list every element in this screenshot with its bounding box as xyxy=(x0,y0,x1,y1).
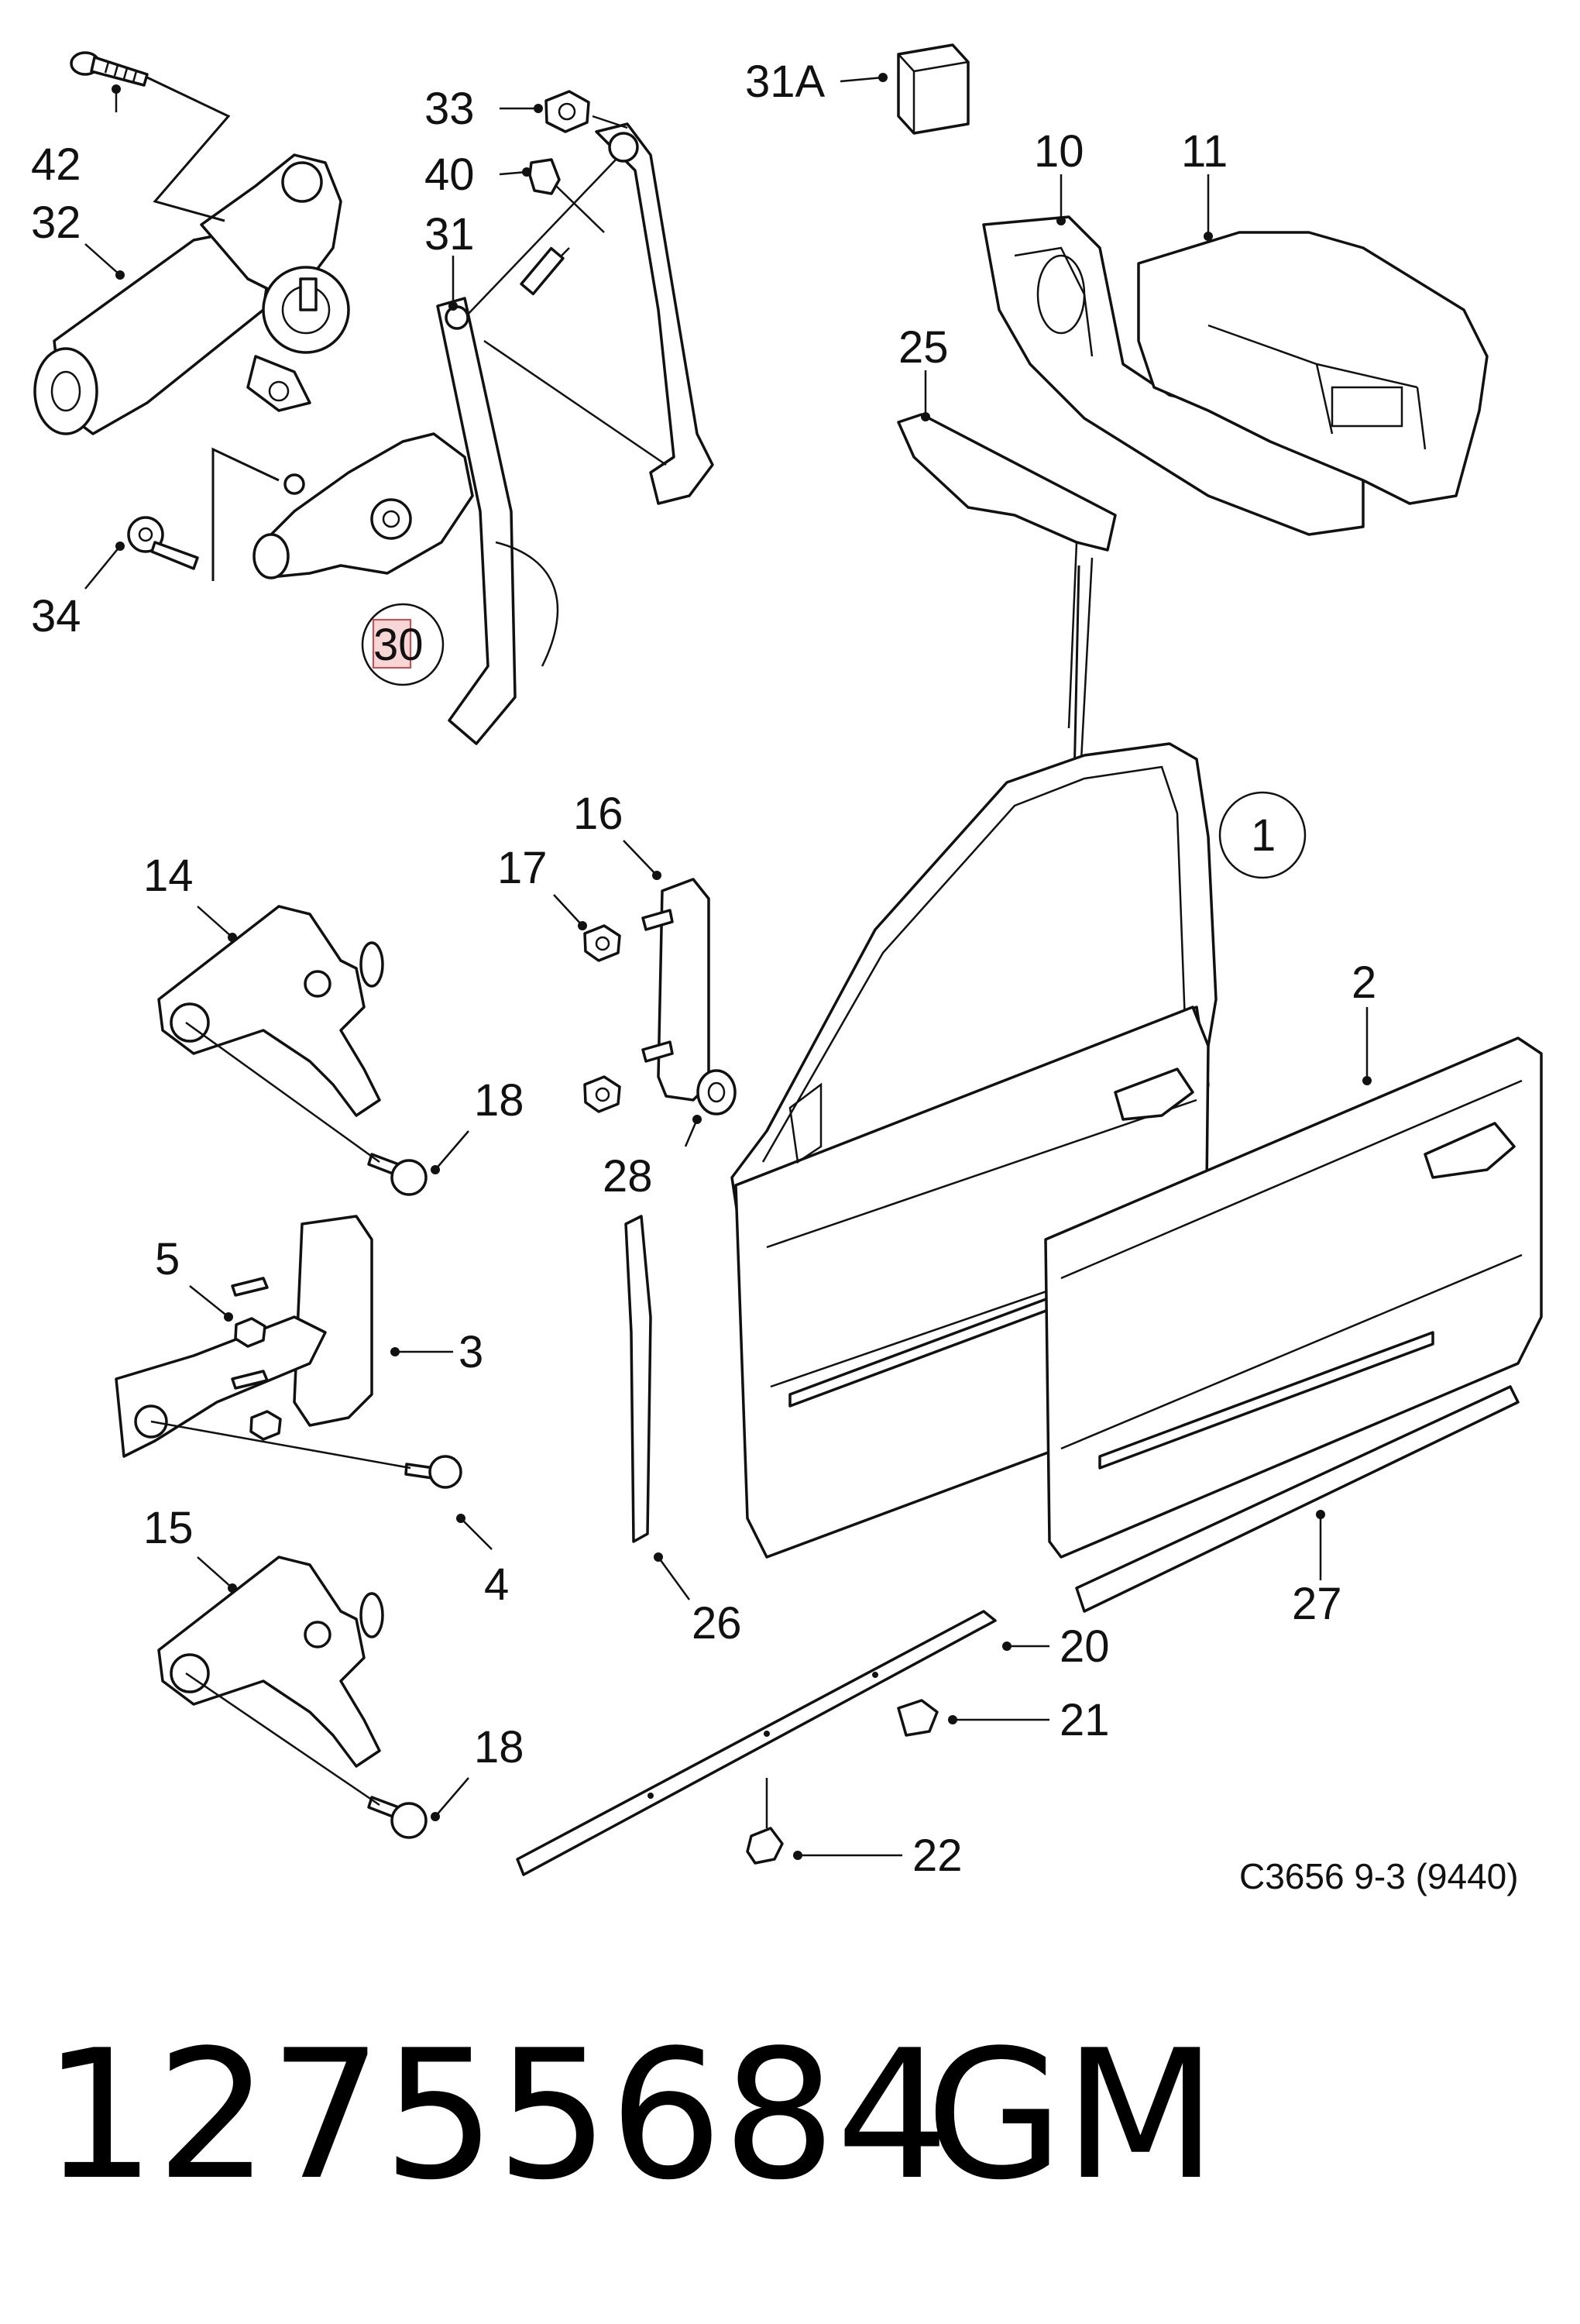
grommet-part-28 xyxy=(696,1069,737,1116)
callout-14: 14 xyxy=(143,851,194,901)
callout-20: 20 xyxy=(1060,1621,1110,1672)
callout-42: 42 xyxy=(31,139,81,190)
callout-30-circle xyxy=(361,603,445,686)
window-motor-part-32 xyxy=(33,153,350,435)
moulding-strip-part-20 xyxy=(516,1610,997,1876)
callout-25: 25 xyxy=(898,322,949,373)
sill-molding-part-27 xyxy=(1075,1385,1520,1613)
stud-plate-part-16 xyxy=(641,878,710,1102)
trim-panel-part-11 xyxy=(1137,231,1489,505)
screw-part-34 xyxy=(127,516,199,570)
callout-18-upper: 18 xyxy=(474,1075,524,1126)
screw-part-42 xyxy=(70,51,149,87)
hinge-part-14 xyxy=(157,905,384,1117)
trim-panel-part-10 xyxy=(982,215,1365,536)
callout-2: 2 xyxy=(1352,957,1376,1008)
callout-30: 30 xyxy=(373,620,424,670)
bolt-part-4 xyxy=(404,1455,462,1489)
callout-33: 33 xyxy=(424,84,475,134)
callout-4: 4 xyxy=(484,1559,509,1610)
callout-17: 17 xyxy=(497,843,548,893)
callout-16: 16 xyxy=(573,789,623,839)
callout-21: 21 xyxy=(1060,1695,1110,1745)
brand-name: GM xyxy=(926,2013,1218,2219)
callout-10: 10 xyxy=(1034,126,1084,177)
callout-18-lower: 18 xyxy=(474,1722,524,1772)
callout-31: 31 xyxy=(424,209,475,260)
callout-26: 26 xyxy=(692,1598,742,1648)
door-check-part-3 xyxy=(115,1215,373,1458)
trim-strip-part-25 xyxy=(897,413,1117,552)
highlight-box xyxy=(373,619,411,669)
callout-32: 32 xyxy=(31,198,81,248)
callout-40: 40 xyxy=(424,150,475,200)
bracket-part-31A xyxy=(897,43,970,135)
part-number: 12755684 xyxy=(43,2013,950,2219)
callout-1: 1 xyxy=(1251,810,1276,861)
clip-part-22 xyxy=(746,1827,784,1865)
regulator-motor-part-30 xyxy=(252,432,559,667)
callout-22: 22 xyxy=(912,1831,963,1881)
door-skin-part-2 xyxy=(1044,1037,1543,1559)
callout-28: 28 xyxy=(603,1151,653,1202)
leader-lines xyxy=(84,73,1372,1860)
clip-part-21 xyxy=(897,1699,939,1737)
callout-34: 34 xyxy=(31,591,81,641)
callout-1-circle xyxy=(1218,791,1307,879)
clip-part-40 xyxy=(528,158,561,195)
callout-5: 5 xyxy=(155,1234,180,1284)
callout-11: 11 xyxy=(1181,126,1228,177)
hinge-part-15 xyxy=(157,1556,384,1768)
diagram-caption: C3656 9-3 (9440) xyxy=(1239,1856,1519,1896)
nut-part-17 xyxy=(583,924,621,1113)
callout-3: 3 xyxy=(459,1327,483,1377)
nut-part-5 xyxy=(234,1317,282,1441)
nut-part-33 xyxy=(544,90,590,133)
seal-strip-part-26 xyxy=(624,1215,652,1543)
callout-27: 27 xyxy=(1292,1579,1342,1629)
callout-31A: 31A xyxy=(745,57,826,107)
callout-15: 15 xyxy=(143,1503,194,1553)
window-regulator-part-31 xyxy=(436,122,714,745)
